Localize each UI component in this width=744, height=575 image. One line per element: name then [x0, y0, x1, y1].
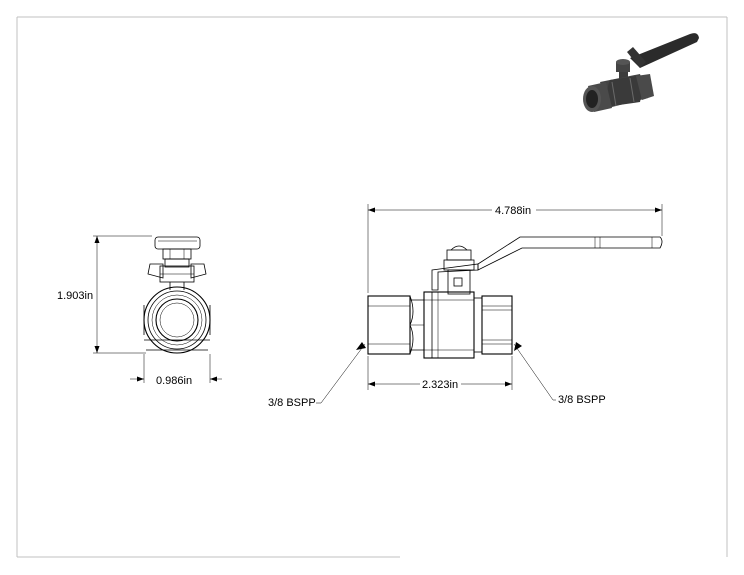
dimension-body-label: 2.323in [422, 379, 458, 391]
dimension-body [367, 356, 513, 390]
thread-callout-right: 3/8 BSPP [558, 394, 606, 406]
dimension-width-label: 0.986in [156, 375, 192, 387]
sheet-border [16, 16, 728, 558]
thread-callout-leaders [316, 342, 556, 404]
dimension-height-label: 1.903in [57, 290, 93, 302]
ball-valve-isometric-icon [583, 33, 699, 112]
valve-front-view [367, 236, 663, 359]
dimension-width [130, 354, 222, 383]
dimension-height [93, 235, 152, 354]
valve-end-view [143, 236, 211, 354]
thread-callout-left: 3/8 BSPP [268, 397, 316, 409]
dimension-overall-label: 4.788in [495, 205, 531, 217]
dimension-overall [367, 204, 663, 293]
